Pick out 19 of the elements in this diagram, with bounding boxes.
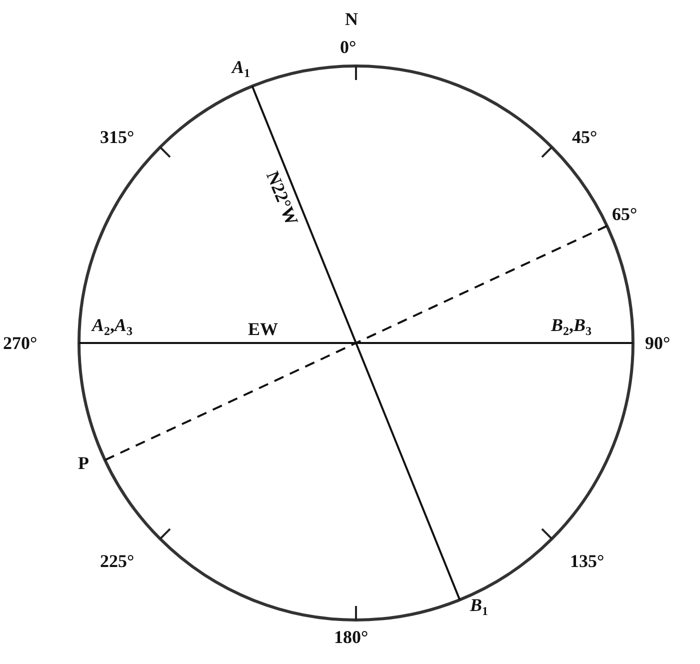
degree-label: 225° (100, 550, 134, 572)
compass-direction-label: N (345, 8, 358, 30)
degree-label: 0° (340, 36, 356, 58)
point-label: P (78, 452, 89, 474)
point-label: B$_{1}$ (470, 594, 488, 616)
line (79, 342, 633, 344)
degree-label: 270° (3, 332, 38, 354)
point-label: A$_{2}$,A$_{3}$ (92, 314, 133, 336)
point-label: 65° (612, 203, 638, 225)
degree-label: 45° (572, 126, 598, 148)
degree-label: 180° (334, 626, 368, 648)
point-label: A$_{1}$ (232, 56, 250, 78)
degree-label: 135° (570, 550, 604, 572)
point-label: B$_{2}$,B$_{3}$ (551, 314, 592, 336)
degree-label: 315° (100, 126, 134, 148)
degree-label: 90° (645, 332, 670, 354)
edge-label: EW (248, 318, 278, 340)
dashed-line (104, 225, 608, 461)
line (251, 86, 461, 600)
